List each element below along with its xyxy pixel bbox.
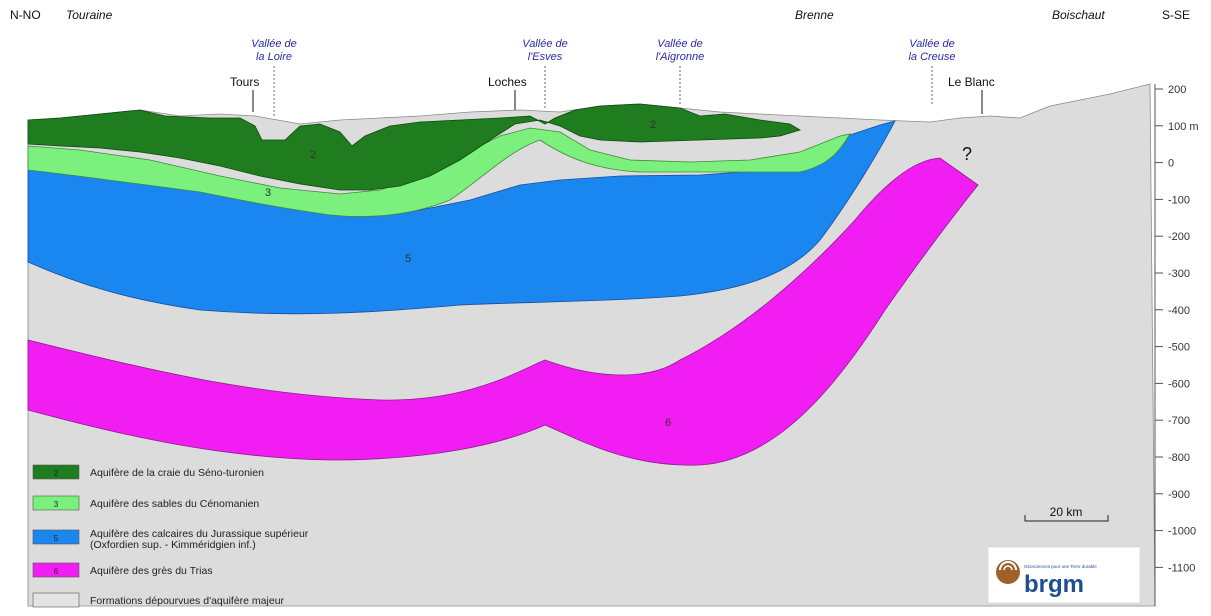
layer-label-craie-west: 2 <box>310 149 316 161</box>
town-loches-label: Loches <box>488 75 527 89</box>
depth-tick-label: 0 <box>1168 158 1174 170</box>
logo-wordmark: brgm <box>1024 571 1084 598</box>
depth-tick-label: -600 <box>1168 378 1190 390</box>
legend-code: 2 <box>54 469 59 478</box>
layer-jurassique <box>27 120 896 315</box>
direction-left-label: N-NO <box>10 8 41 22</box>
depth-tick-label: -800 <box>1168 452 1190 464</box>
scale-bar-line <box>1024 515 1109 522</box>
valley-esves-line1: Vallée de <box>522 38 567 50</box>
layer-craie <box>27 103 801 191</box>
depth-tick-label: -900 <box>1168 489 1190 501</box>
region-boischaut-label: Boischaut <box>1052 8 1105 22</box>
depth-tick-label: -1100 <box>1168 562 1195 574</box>
layer-label-trias: 6 <box>665 417 671 429</box>
layer-label-cenomanien: 3 <box>265 187 271 199</box>
valley-loire: Vallée de la Loire <box>251 38 297 118</box>
legend-label: Formations dépourvues d'aquifère majeur <box>90 595 285 607</box>
depth-tick-label: -500 <box>1168 342 1190 354</box>
scale-bar: 20 km <box>1024 505 1109 522</box>
legend-swatch <box>32 495 80 511</box>
legend-label: Aquifère des grès du Trias <box>90 565 213 577</box>
depth-axis: 200 100 m 0 -100 -200 -300 -400 -500 -600 -700 -80… <box>1154 84 1199 606</box>
depth-tick-label: -200 <box>1168 231 1190 243</box>
layer-trias <box>27 157 979 466</box>
logo-mark-icon <box>996 560 1020 584</box>
town-tours-label: Tours <box>230 75 259 89</box>
scale-bar-label: 20 km <box>1050 505 1083 519</box>
valley-aigronne-line2: l'Aigronne <box>656 51 705 63</box>
legend-label: Aquifère des sables du Cénomanien <box>90 498 259 510</box>
depth-tick-label: 200 <box>1168 84 1186 96</box>
valley-esves-line2: l'Esves <box>528 51 563 63</box>
depth-tick-label: -100 <box>1168 194 1190 206</box>
valley-creuse-line2: la Creuse <box>908 51 955 63</box>
valley-aigronne: Vallée de l'Aigronne <box>656 38 705 104</box>
legend-code: 6 <box>54 567 59 576</box>
layer-label-jurassique: 5 <box>405 253 411 265</box>
depth-tick-label: -700 <box>1168 415 1190 427</box>
valley-loire-line2: la Loire <box>256 51 292 63</box>
legend-swatch <box>32 529 80 545</box>
direction-right-label: S-SE <box>1162 8 1190 22</box>
legend-code: 5 <box>54 534 59 543</box>
legend-swatch <box>32 592 80 608</box>
layer-cenomanien <box>27 127 851 217</box>
legend-swatch <box>32 464 80 480</box>
legend-label-secondary: (Oxfordien sup. - Kimméridgien inf.) <box>90 539 256 551</box>
unknown-extent-marker: ? <box>962 144 972 164</box>
legend-label: Aquifère de la craie du Séno-turonien <box>90 467 264 479</box>
valley-creuse-line1: Vallée de <box>909 38 954 50</box>
valley-creuse: Vallée de la Creuse <box>908 38 956 104</box>
region-brenne-label: Brenne <box>795 8 834 22</box>
depth-tick-label: -1000 <box>1168 526 1196 538</box>
depth-tick-label: -300 <box>1168 268 1190 280</box>
region-touraine-label: Touraine <box>66 8 113 22</box>
brgm-logo: Géosciences pour une Terre durable brgm <box>987 546 1141 604</box>
valley-aigronne-line1: Vallée de <box>657 38 702 50</box>
legend-code: 3 <box>54 500 59 509</box>
valley-esves: Vallée de l'Esves <box>522 38 568 108</box>
town-le-blanc-label: Le Blanc <box>948 75 995 89</box>
layer-label-craie-east: 2 <box>650 119 656 131</box>
valley-loire-line1: Vallée de <box>251 38 296 50</box>
depth-tick-label: 100 m <box>1168 121 1199 133</box>
depth-tick-label: -400 <box>1168 305 1190 317</box>
legend-label: Aquifère des calcaires du Jurassique sup… <box>90 528 309 540</box>
legend-swatch <box>32 562 80 578</box>
logo-tagline: Géosciences pour une Terre durable <box>1024 564 1097 569</box>
